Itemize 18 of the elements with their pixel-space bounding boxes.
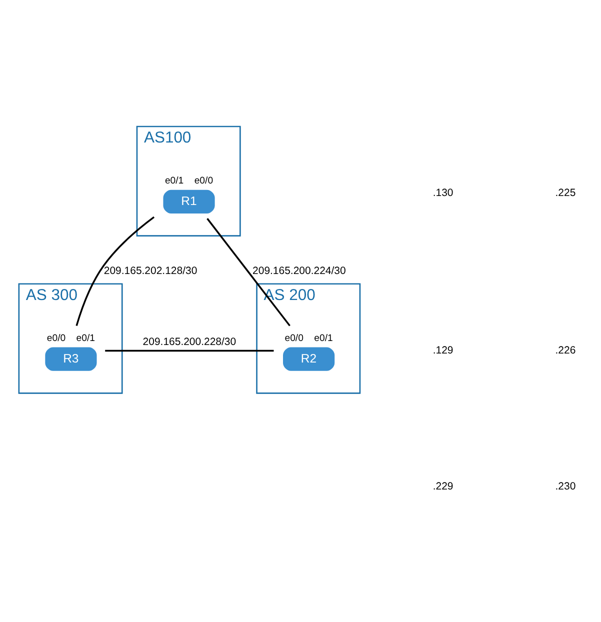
- node-label: e0/0 e0/1: [284, 332, 333, 344]
- node-box: R3: [45, 347, 97, 371]
- connector: [206, 218, 290, 326]
- node-box: R1: [163, 190, 215, 214]
- label: .230: [555, 481, 576, 492]
- edge-label: 209.165.200.228/30: [142, 337, 236, 348]
- edge-label: 209.165.200.224/30: [252, 266, 346, 277]
- label: .226: [555, 346, 576, 356]
- edge-label: 209.165.202.128/30: [104, 266, 198, 277]
- label: .129: [432, 346, 454, 356]
- connector: [105, 350, 274, 352]
- connector: [76, 216, 155, 326]
- label: .229: [432, 481, 454, 492]
- label: .225: [555, 188, 576, 200]
- node-box: R2: [283, 347, 335, 371]
- label: .130: [432, 188, 454, 200]
- node-label: e0/1 e0/0: [164, 176, 214, 187]
- node-label: e0/0 e0/1: [46, 332, 96, 344]
